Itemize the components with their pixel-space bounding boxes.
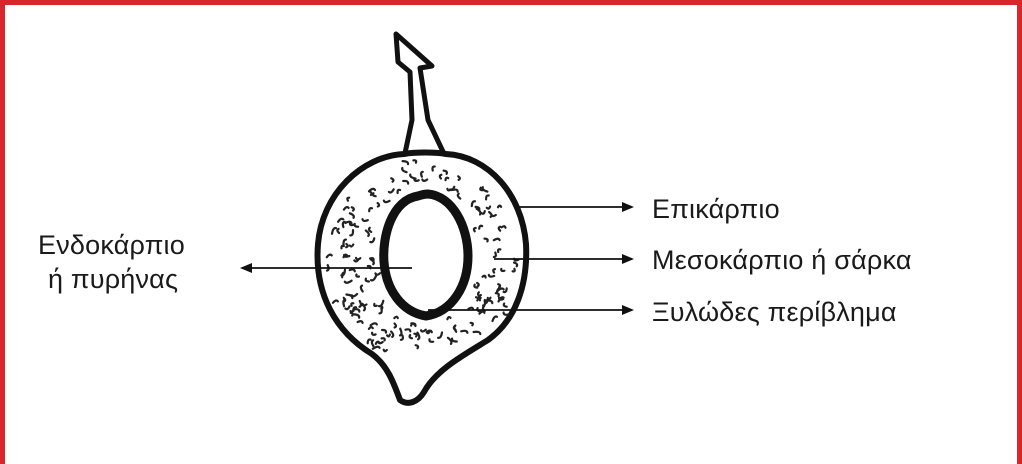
label-mesocarp: Μεσοκάρπιο ή σάρκα — [652, 244, 912, 276]
flesh-speckle — [494, 239, 500, 240]
label-endocarp-line2: ή πυρήνας — [48, 263, 178, 295]
flesh-speckle — [422, 180, 427, 181]
label-epicarp: Επικάρπιο — [652, 193, 780, 225]
flesh-speckle — [499, 227, 500, 231]
label-woody-shell: Ξυλώδες περίβλημα — [652, 296, 897, 328]
flesh-speckle — [394, 317, 398, 318]
flesh-speckle — [468, 308, 473, 309]
label-endocarp-line1: Ενδοκάρπιο — [38, 229, 185, 261]
fruit-stem — [396, 34, 446, 158]
